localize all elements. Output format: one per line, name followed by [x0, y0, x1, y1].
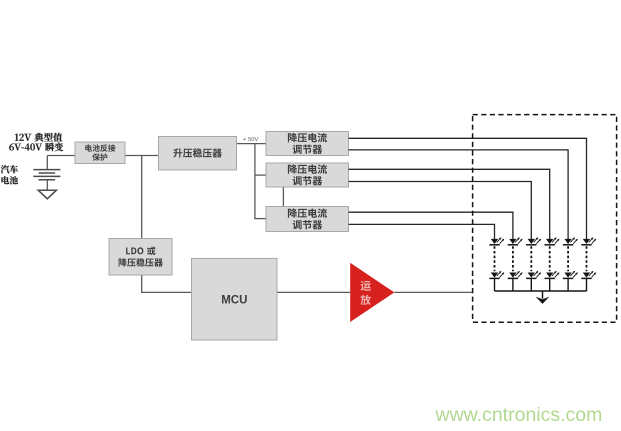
svg-text:MCU: MCU	[221, 294, 247, 306]
svg-text:+ 50V: + 50V	[243, 137, 258, 143]
svg-text:www.cntronics.com: www.cntronics.com	[435, 404, 603, 426]
